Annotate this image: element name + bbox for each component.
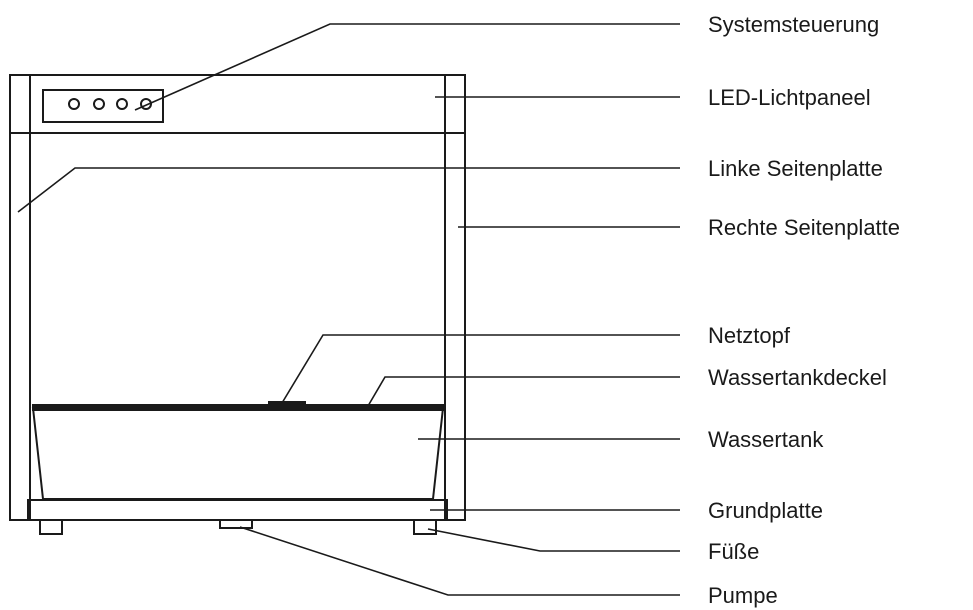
control-panel xyxy=(42,89,164,123)
control-button-4 xyxy=(140,98,152,110)
label-linke-seitenplatte: Linke Seitenplatte xyxy=(708,156,883,181)
label-pumpe: Pumpe xyxy=(708,583,778,608)
left-side-plate xyxy=(9,132,31,521)
label-wassertankdeckel: Wassertankdeckel xyxy=(708,365,887,390)
label-led-lichtpaneel: LED-Lichtpaneel xyxy=(708,85,871,110)
label-systemsteuerung: Systemsteuerung xyxy=(708,12,879,37)
labels: Systemsteuerung LED-Lichtpaneel Linke Se… xyxy=(708,12,900,608)
leader-linke-seitenplatte xyxy=(17,167,680,213)
label-fuesse: Füße xyxy=(708,539,759,564)
leader-pumpe xyxy=(239,526,680,596)
water-tank-lid xyxy=(32,404,444,411)
label-rechte-seitenplatte: Rechte Seitenplatte xyxy=(708,215,900,240)
led-panel xyxy=(9,74,466,134)
leader-wassertankdeckel xyxy=(367,376,680,407)
leader-lines xyxy=(17,23,680,596)
foot-left xyxy=(39,519,63,535)
leader-fuesse xyxy=(427,528,680,552)
label-wassertank: Wassertank xyxy=(708,427,824,452)
device-drawing xyxy=(9,74,466,535)
foot-right xyxy=(413,519,437,535)
control-button-1 xyxy=(68,98,80,110)
net-pot xyxy=(268,401,306,406)
leader-netztopf xyxy=(281,334,680,404)
leader-systemsteuerung xyxy=(134,23,680,111)
control-button-2 xyxy=(93,98,105,110)
label-grundplatte: Grundplatte xyxy=(708,498,823,523)
water-tank xyxy=(31,407,445,500)
base-plate xyxy=(27,499,448,521)
label-netztopf: Netztopf xyxy=(708,323,791,348)
right-side-plate xyxy=(444,132,466,521)
pump xyxy=(219,519,253,529)
control-button-3 xyxy=(116,98,128,110)
